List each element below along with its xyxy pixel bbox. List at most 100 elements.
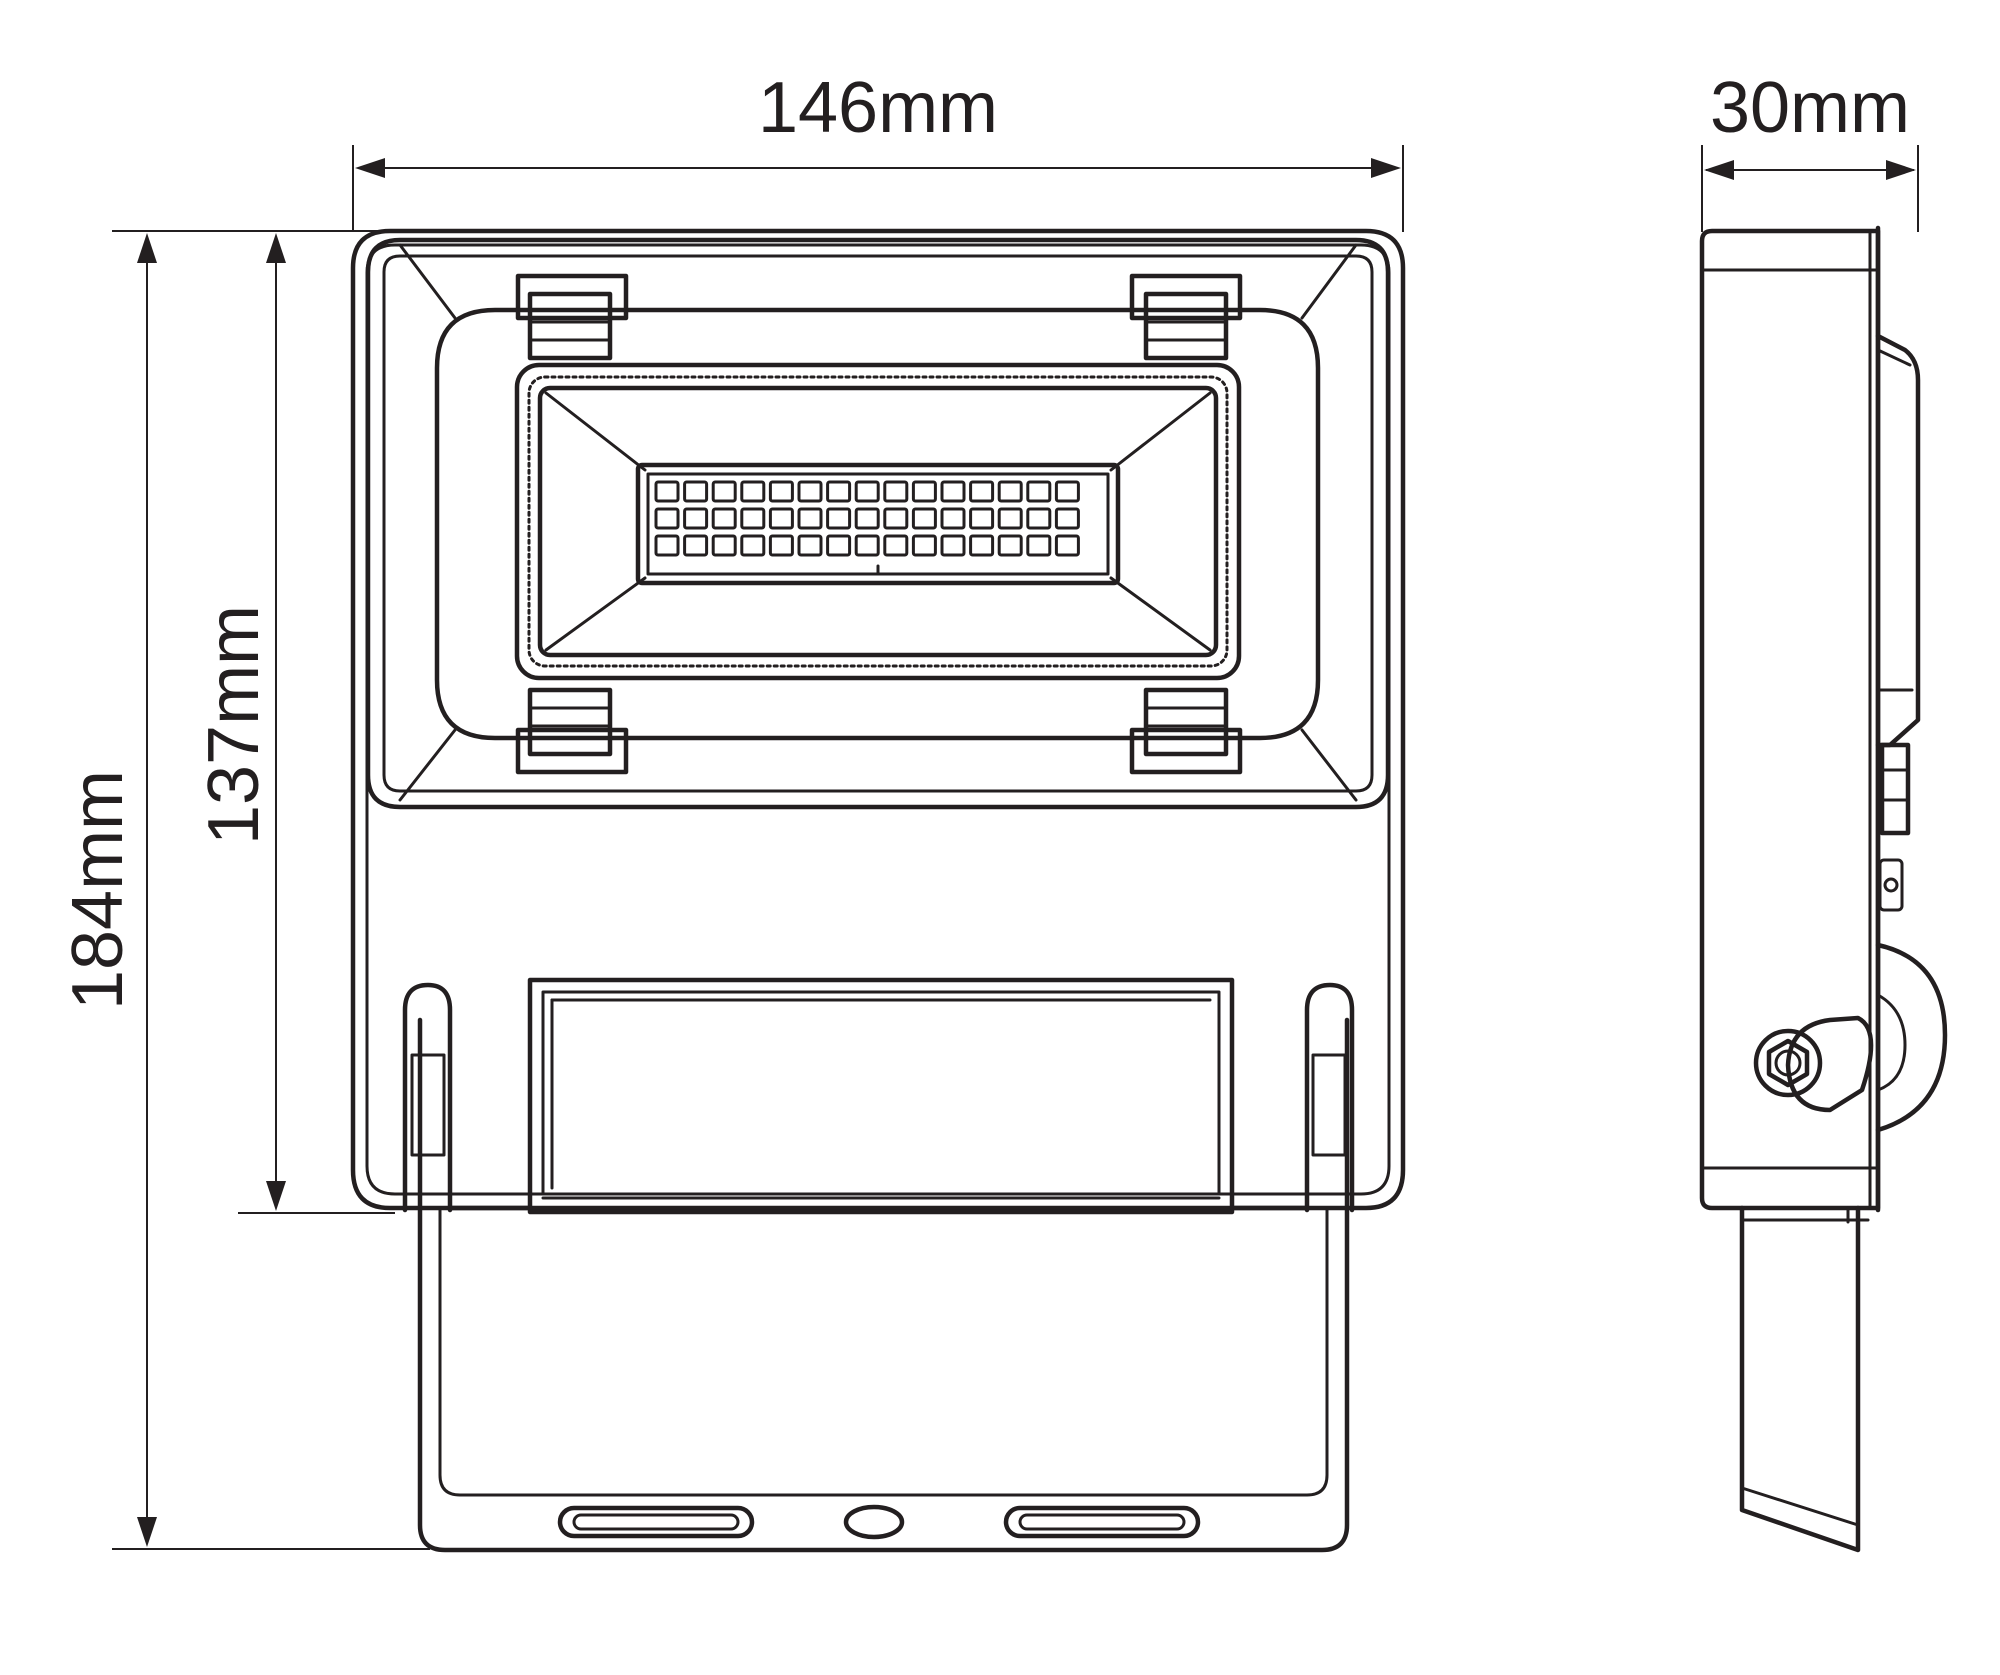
rear-plate-outer	[527, 977, 1235, 1215]
connector-switch	[1878, 858, 1904, 912]
led-chip	[711, 507, 737, 530]
clip-bl-base	[515, 727, 629, 775]
depth-label: 30mm	[1710, 68, 1910, 148]
led-chip	[997, 507, 1023, 530]
body-height-label: 137mm	[194, 605, 274, 845]
clip-bottom-left	[515, 687, 629, 775]
led-chip	[883, 507, 909, 530]
led-chip	[940, 507, 966, 530]
clip-tr-body	[1143, 291, 1229, 361]
led-chip	[740, 534, 766, 557]
hinge-bolt-core	[1774, 1049, 1802, 1077]
connector-body	[1879, 742, 1911, 836]
led-chip	[1054, 534, 1080, 557]
led-chip	[826, 534, 852, 557]
bevel-tl	[398, 243, 457, 320]
side-view	[1699, 225, 1948, 1553]
arm-right-outline	[1304, 982, 1355, 1213]
mounting-bracket	[417, 1017, 1350, 1553]
body-height-arrow-bottom	[266, 1181, 286, 1211]
led-chip	[883, 534, 909, 557]
led-chip	[826, 507, 852, 530]
body-height-arrow-top	[266, 233, 286, 263]
led-chip	[711, 480, 737, 503]
led-chip	[969, 534, 995, 557]
side-connector	[1878, 742, 1911, 912]
led-chip	[768, 480, 794, 503]
hinge-knob	[1785, 1015, 1874, 1113]
bevel-bl	[398, 728, 457, 802]
led-chip	[740, 507, 766, 530]
total-height-arrow-top	[137, 233, 157, 263]
led-chip	[911, 507, 937, 530]
total-height-arrow-bottom	[137, 1517, 157, 1547]
width-dimension: 146mm	[352, 68, 1404, 232]
reflector-diag-br	[1109, 576, 1212, 652]
rear-plate	[527, 977, 1235, 1215]
led-chip	[711, 534, 737, 557]
clip-bottom-right	[1129, 687, 1243, 775]
led-panel	[635, 462, 1121, 586]
led-chip	[683, 480, 709, 503]
clip-top-right	[1129, 273, 1243, 361]
clip-br-base	[1129, 727, 1243, 775]
led-chip	[683, 507, 709, 530]
side-housing-outline	[1699, 228, 1881, 1211]
hinge-bolt-hex	[1766, 1038, 1810, 1088]
clip-tl-body	[527, 291, 613, 361]
led-chip	[797, 534, 823, 557]
led-chip	[997, 534, 1023, 557]
clip-tl-base	[515, 273, 629, 321]
led-chip	[1026, 507, 1052, 530]
led-chip	[883, 480, 909, 503]
bracket-slot-left-inner	[572, 1513, 740, 1531]
led-chip	[654, 534, 680, 557]
led-chip	[654, 507, 680, 530]
width-label: 146mm	[758, 68, 998, 148]
depth-dimension: 30mm	[1701, 68, 1919, 232]
bracket-arm-left	[402, 982, 533, 1213]
led-chip	[1054, 507, 1080, 530]
clip-top-left	[515, 273, 629, 361]
connector-switch-dot	[1883, 877, 1899, 893]
housing-outline	[350, 228, 1406, 1211]
bevel-tr	[1300, 243, 1358, 320]
front-frame	[365, 237, 1391, 810]
led-chip	[1026, 480, 1052, 503]
hinge-arc-inner	[1876, 993, 1907, 1092]
led-chip	[969, 507, 995, 530]
reflector-diag-bl	[544, 576, 647, 652]
led-chip	[797, 480, 823, 503]
hinge-bolt-outer	[1753, 1028, 1823, 1098]
reflector-diag-tl	[544, 391, 647, 472]
clip-bl-body	[527, 687, 613, 757]
body-height-dimension: 137mm	[194, 233, 395, 1214]
lens-recess	[434, 307, 1321, 741]
width-arrow-left	[355, 158, 385, 178]
hinge-arc-outer	[1875, 942, 1948, 1133]
side-bracket-bevel	[1740, 1486, 1860, 1527]
led-chip	[768, 534, 794, 557]
front-view	[350, 228, 1406, 1553]
led-chip	[768, 507, 794, 530]
depth-arrow-left	[1704, 160, 1734, 180]
arm-right-slot	[1311, 1053, 1347, 1157]
led-chip	[969, 480, 995, 503]
led-chip	[654, 480, 680, 503]
bracket-slot-right-inner	[1018, 1513, 1186, 1531]
depth-arrow-right	[1886, 160, 1916, 180]
side-hinge	[1753, 942, 1948, 1133]
width-arrow-right	[1371, 158, 1401, 178]
bevel-br	[1300, 728, 1358, 802]
total-height-label: 184mm	[58, 770, 138, 1010]
side-heatsink-line1	[1876, 348, 1912, 367]
led-chip	[1026, 534, 1052, 557]
led-chip	[854, 534, 880, 557]
reflector-diag-tr	[1109, 391, 1212, 472]
led-chip	[854, 480, 880, 503]
housing	[350, 228, 1406, 1215]
reflector-bead-band	[527, 375, 1229, 668]
clip-tr-base	[1129, 273, 1243, 321]
